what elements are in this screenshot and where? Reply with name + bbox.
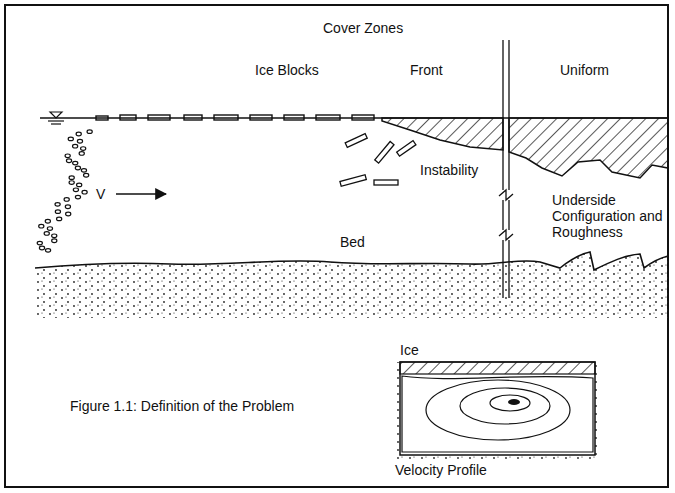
inset-title: Velocity Profile	[395, 462, 487, 478]
material-label: Ice	[400, 342, 419, 358]
feature-label: Instability	[420, 162, 478, 178]
front-cover	[382, 118, 503, 150]
ice-blocks	[96, 115, 374, 120]
figure-caption: Figure 1.1: Definition of the Problem	[70, 398, 294, 414]
zone-label: Front	[410, 62, 443, 78]
ice-particles	[37, 130, 92, 252]
water-level-mark	[48, 112, 64, 124]
velocity-arrow	[116, 193, 166, 195]
unstable-blocks	[340, 134, 416, 187]
inset-panel: IceVelocity Profile	[395, 342, 605, 482]
zone-label: Uniform	[560, 62, 609, 78]
bed-label: Bed	[340, 234, 365, 250]
bed-line	[35, 252, 668, 270]
frame	[5, 5, 668, 487]
velocity-symbol: V	[96, 186, 105, 202]
zone-divider	[499, 40, 513, 298]
velocity-profile-inset	[395, 362, 600, 460]
feature-label: Underside Configuration and Roughness	[552, 192, 664, 240]
bed-sediment	[35, 252, 668, 318]
zone-label: Ice Blocks	[255, 62, 319, 78]
uniform-cover	[509, 118, 668, 178]
zone-heading: Cover Zones	[323, 20, 403, 36]
